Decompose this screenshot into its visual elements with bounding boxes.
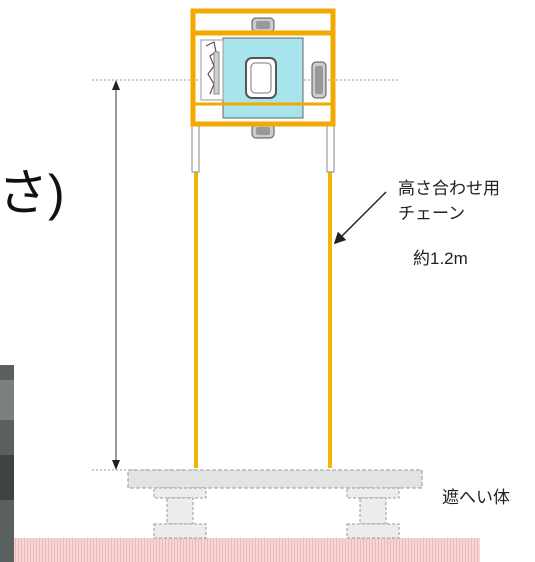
- device-frame: [190, 8, 336, 139]
- ground: [14, 538, 480, 562]
- chain-label-line2: チェーン: [398, 204, 466, 223]
- height-label: 約1.2m: [413, 249, 468, 268]
- height-dimension: [92, 80, 200, 471]
- photo-fragment: [0, 365, 14, 562]
- chain-callout-arrow: [333, 191, 387, 245]
- shield-label: 遮へい体: [442, 488, 510, 507]
- chain-label-line1: 高さ合わせ用: [398, 179, 500, 198]
- shield-body: [127, 469, 423, 539]
- heading-fragment: さ): [0, 165, 65, 221]
- height-adjust-chains: [194, 170, 332, 468]
